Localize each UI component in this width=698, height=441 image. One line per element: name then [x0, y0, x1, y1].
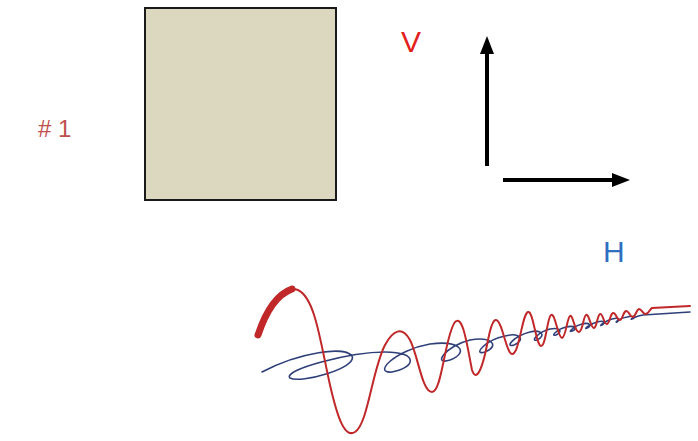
wave-illustration: [258, 289, 690, 433]
axis-label: V: [401, 25, 421, 58]
callout-number: # 1: [38, 116, 71, 142]
axis-arrows: [480, 36, 630, 187]
axis-label: H: [603, 235, 625, 268]
square-sample: [145, 8, 336, 200]
